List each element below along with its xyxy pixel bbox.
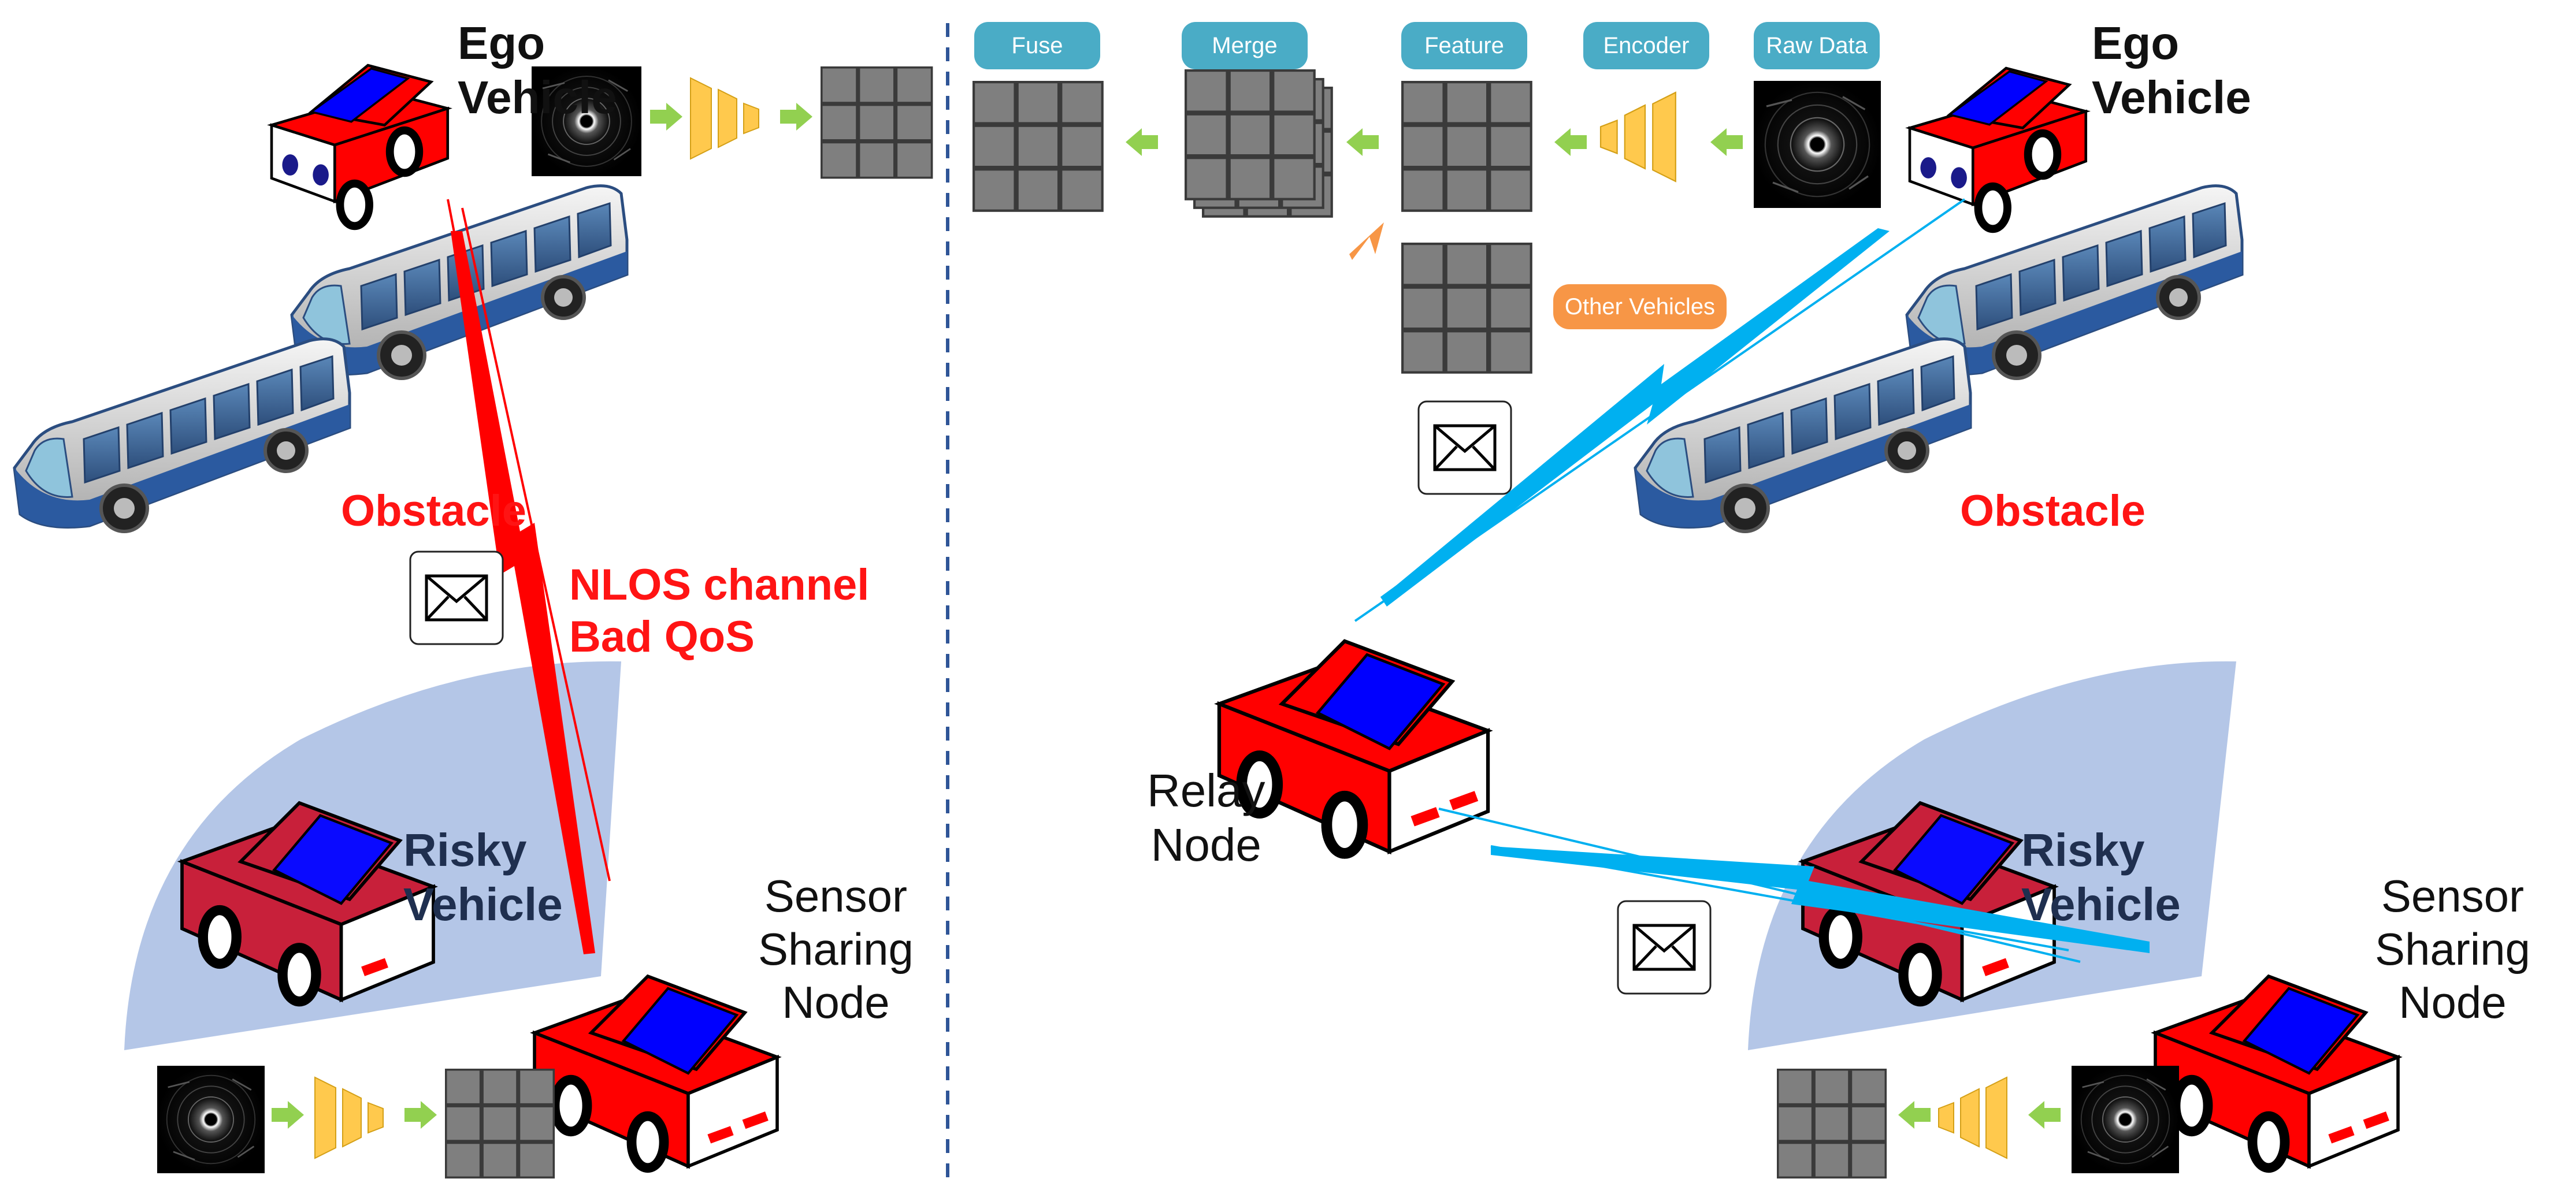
left-sensor-node-label: Sensor Sharing Node [758,869,914,1029]
left-risky-label-line: Risky [403,824,527,876]
stage-raw-data-label: Raw Data [1754,22,1880,69]
envelope-icon [410,552,503,644]
left-sensor-label-line: Sensor [764,871,907,921]
right-panel [973,68,2398,1179]
feature-grid-icon [1401,243,1532,374]
feature-grid-icon [973,81,1104,212]
lidar-image-icon [1753,80,1882,209]
stage-encoder-label: Encoder [1583,22,1709,69]
arrow-icon [1554,128,1587,156]
feature-grid-icon [821,66,933,179]
envelope-icon [1618,901,1710,994]
lidar-image-icon [156,1065,266,1174]
left-sensor-label-line: Sharing [758,924,914,975]
arrow-icon [650,103,682,131]
link-bolt [1491,846,2150,953]
car-icon [2155,976,2398,1168]
left-risky-vehicle-label: Risky Vehicle [403,823,563,932]
right-sensor-label-line: Sensor [2381,871,2524,921]
arrow-icon [1126,128,1158,156]
encoder-icon [314,1077,384,1159]
right-risky-vehicle-label: Risky Vehicle [2021,823,2181,932]
right-sensor-label-line: Sharing [2375,924,2530,975]
feature-grid-icon [1401,81,1532,212]
left-ego-vehicle-label: Ego Vehicle [458,16,617,125]
feature-grid-icon [1777,1069,1887,1179]
arrow-icon [2028,1101,2061,1129]
link-bolt [1381,228,1890,607]
right-sensor-node-label: Sensor Sharing Node [2375,869,2530,1029]
nlos-label-line: NLOS channel [569,560,870,609]
relay-label-line: Node [1150,819,1261,871]
bus-icon [14,339,350,531]
arrow-icon [780,103,812,131]
car-icon [272,65,448,226]
feature-grid-icon [445,1069,555,1179]
envelope-icon [1419,401,1511,494]
left-obstacle-label: Obstacle [341,486,527,535]
nlos-label-line: Bad QoS [569,612,755,661]
relay-node-label: Relay Node [1147,764,1265,873]
right-risky-label-line: Vehicle [2021,879,2181,931]
stage-feature-label: Feature [1401,22,1527,69]
left-ego-label-line: Ego [458,17,545,69]
stage-merge-label: Merge [1182,22,1308,69]
car-icon [534,976,777,1168]
left-ego-label-line: Vehicle [458,72,617,124]
arrow-icon [404,1101,437,1129]
nlos-bolt [451,231,595,954]
right-ego-label-line: Vehicle [2092,72,2251,124]
merge-stack-icon [1185,69,1333,218]
right-sensor-label-line: Node [2399,977,2507,1028]
lidar-image-icon [2070,1065,2180,1174]
encoder-icon [690,77,759,159]
left-sensor-label-line: Node [782,977,890,1028]
right-ego-vehicle-label: Ego Vehicle [2092,16,2251,125]
right-ego-label-line: Ego [2092,17,2180,69]
left-panel [14,65,933,1179]
relay-label-line: Relay [1147,765,1265,816]
encoder-icon [1938,1077,2007,1159]
arrow-icon [1898,1101,1931,1129]
arrow-icon [1710,128,1743,156]
stage-fuse-label: Fuse [974,22,1100,69]
arrow-icon [1346,128,1379,156]
nlos-label: NLOS channel Bad QoS [569,559,869,663]
other-vehicles-label: Other Vehicles [1553,284,1727,329]
left-risky-label-line: Vehicle [403,879,563,931]
car-icon [1910,68,2086,229]
right-obstacle-label: Obstacle [1960,486,2146,535]
arrow-icon [272,1101,304,1129]
encoder-icon [1599,91,1676,183]
orange-arrow-icon [1349,222,1384,260]
right-risky-label-line: Risky [2021,824,2145,876]
